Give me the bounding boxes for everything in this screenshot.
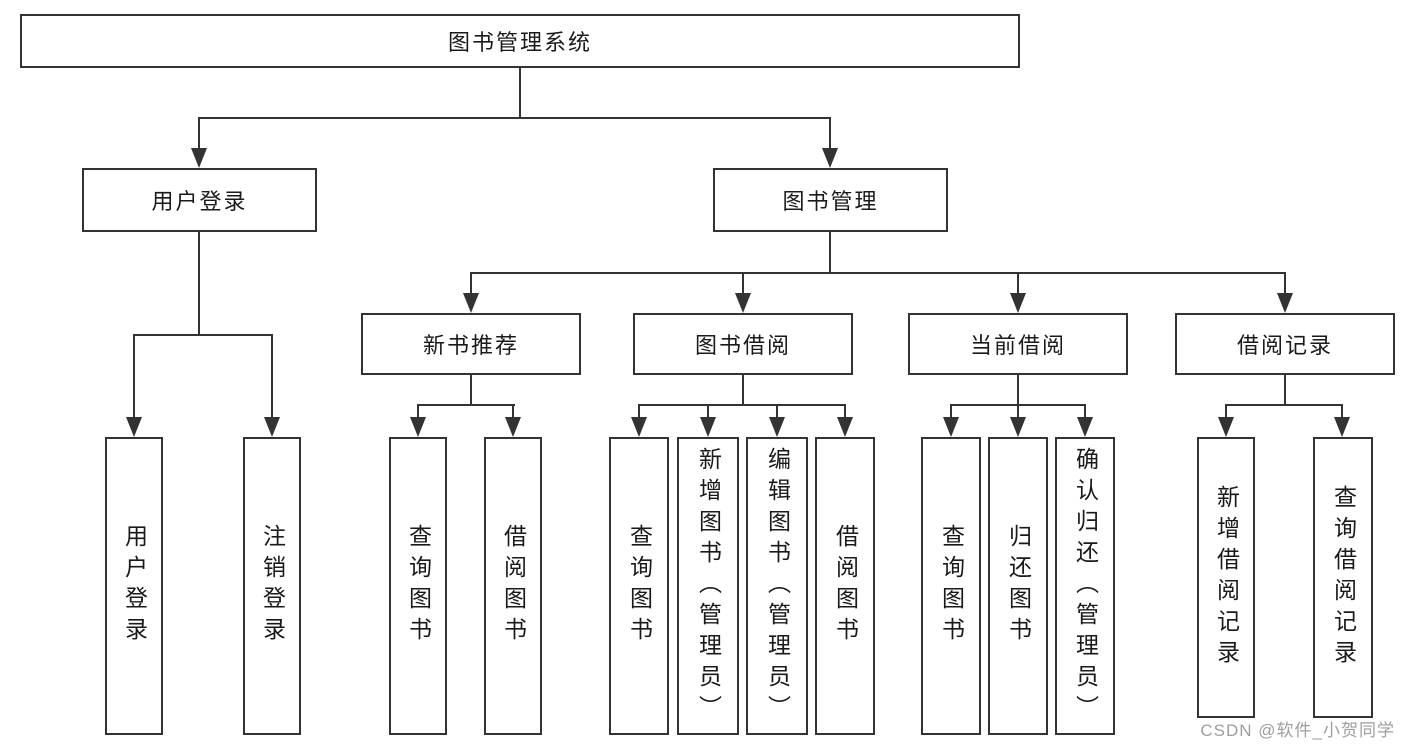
node-borrow-records: 借阅记录 <box>1175 313 1395 375</box>
arrowhead-down <box>126 417 142 437</box>
leaf-query-books-recommend: 查询图书 <box>389 437 447 735</box>
leaf-user-login: 用户登录 <box>105 437 163 735</box>
connector-line <box>1084 404 1086 419</box>
connector-line <box>198 117 831 119</box>
connector-line <box>470 375 472 406</box>
connector-line <box>271 334 273 419</box>
connector-line <box>950 404 952 419</box>
connector-line <box>1225 404 1343 406</box>
leaf-borrow-books-recommend: 借阅图书 <box>484 437 542 735</box>
arrowhead-down <box>822 148 838 168</box>
leaf-query-borrow-record: 查询借阅记录 <box>1313 437 1373 718</box>
arrowhead-down <box>505 417 521 437</box>
connector-line <box>742 272 744 296</box>
connector-line <box>1017 375 1019 406</box>
node-user-login: 用户登录 <box>82 168 317 232</box>
connector-line <box>133 334 273 336</box>
connector-line <box>1284 375 1286 406</box>
arrowhead-down <box>837 417 853 437</box>
arrowhead-down <box>769 417 785 437</box>
leaf-borrow-books: 借阅图书 <box>815 437 875 735</box>
connector-line <box>198 232 200 336</box>
node-root-library-system: 图书管理系统 <box>20 14 1020 68</box>
connector-line <box>133 334 135 419</box>
node-book-borrowing: 图书借阅 <box>633 313 853 375</box>
node-current-borrowing: 当前借阅 <box>908 313 1128 375</box>
leaf-return-books: 归还图书 <box>988 437 1048 735</box>
leaf-query-books-borrow: 查询图书 <box>609 437 669 735</box>
arrowhead-down <box>631 417 647 437</box>
arrowhead-down <box>410 417 426 437</box>
arrowhead-down <box>700 417 716 437</box>
connector-line <box>638 404 640 419</box>
connector-line <box>470 272 1286 274</box>
leaf-logout: 注销登录 <box>243 437 301 735</box>
arrowhead-down <box>1277 293 1293 313</box>
leaf-add-books-admin: 新增图书（管理员） <box>677 437 739 735</box>
arrowhead-down <box>463 293 479 313</box>
connector-line <box>1017 404 1019 419</box>
leaf-add-borrow-record: 新增借阅记录 <box>1197 437 1255 718</box>
connector-line <box>844 404 846 419</box>
arrowhead-down <box>1010 293 1026 313</box>
arrowhead-down <box>264 417 280 437</box>
connector-line <box>638 404 846 406</box>
arrowhead-down <box>1334 417 1350 437</box>
connector-line <box>417 404 419 419</box>
connector-line <box>829 117 831 149</box>
connector-line <box>742 375 744 406</box>
connector-line <box>1017 272 1019 296</box>
connector-line <box>707 404 709 419</box>
arrowhead-down <box>1077 417 1093 437</box>
csdn-watermark: CSDN @软件_小贺同学 <box>1200 721 1395 740</box>
connector-line <box>1225 404 1227 419</box>
leaf-edit-books-admin: 编辑图书（管理员） <box>746 437 808 735</box>
arrowhead-down <box>1218 417 1234 437</box>
node-new-book-recommend: 新书推荐 <box>361 313 581 375</box>
connector-line <box>519 68 521 118</box>
arrowhead-down <box>191 148 207 168</box>
connector-line <box>512 404 514 419</box>
connector-line <box>417 404 515 406</box>
arrowhead-down <box>1010 417 1026 437</box>
connector-line <box>1341 404 1343 419</box>
connector-line <box>1284 272 1286 296</box>
connector-line <box>470 272 472 296</box>
leaf-confirm-return-admin: 确认归还（管理员） <box>1055 437 1115 735</box>
node-book-management: 图书管理 <box>713 168 948 232</box>
arrowhead-down <box>735 293 751 313</box>
leaf-query-books-current: 查询图书 <box>921 437 981 735</box>
connector-line <box>198 117 200 149</box>
arrowhead-down <box>943 417 959 437</box>
connector-line <box>776 404 778 419</box>
connector-line <box>829 232 831 274</box>
